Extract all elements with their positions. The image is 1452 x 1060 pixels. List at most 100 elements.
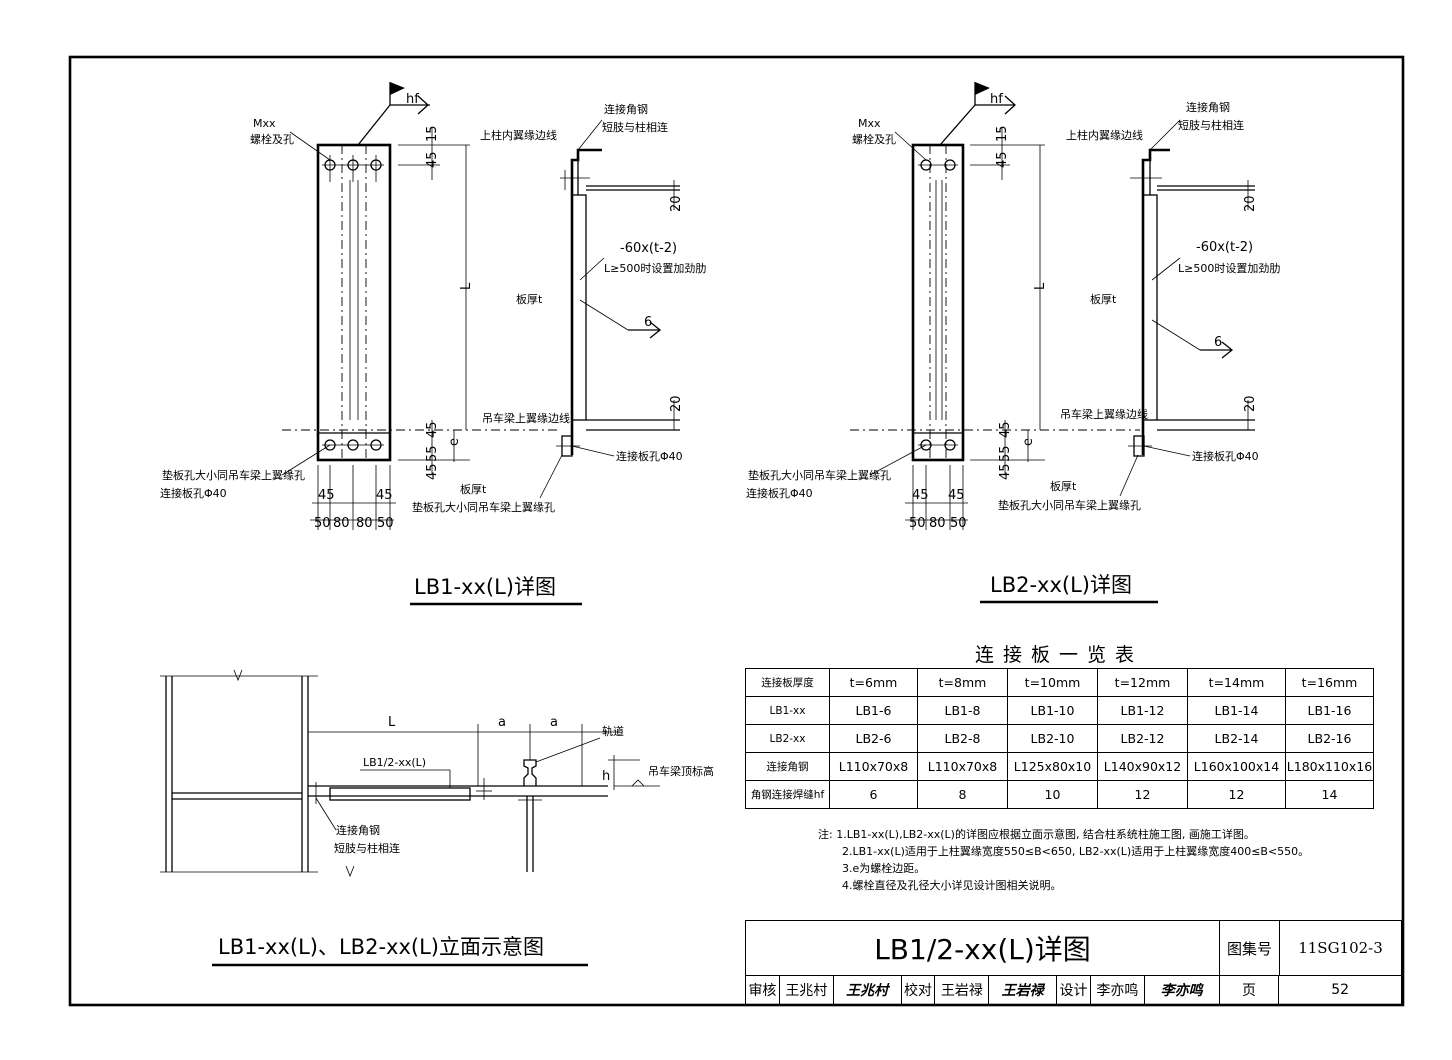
table-cell: L180x110x16	[1285, 752, 1374, 781]
table-cell: LB1-14	[1187, 696, 1286, 725]
table-cell: LB2-8	[917, 724, 1008, 753]
lb1-dim-45: 45	[425, 151, 440, 168]
table-cell: 12	[1187, 780, 1286, 809]
lb1-dim-15: 15	[425, 125, 440, 142]
lb2-stiffener-label: -60x(t-2)	[1196, 240, 1253, 255]
notes: 注: 1.LB1-xx(L),LB2-xx(L)的详图应根据立面示意图, 结合柱…	[818, 826, 1378, 894]
lb1-dim-b1: 80	[333, 516, 350, 531]
table-cell: t=16mm	[1285, 668, 1374, 697]
review-name: 王兆村	[780, 976, 834, 1004]
atlas-label: 图集号	[1220, 920, 1280, 976]
table-title: 连接板一览表	[974, 644, 1143, 666]
lb1-title: LB1-xx(L)详图	[414, 575, 556, 599]
table-row: 角钢连接焊缝hf 6 8 10 12 12 14	[745, 780, 1374, 809]
table-cell: t=12mm	[1097, 668, 1188, 697]
lb2-dim-45-right: 45	[948, 488, 965, 503]
lb1-plate-thk-label: 板厚t	[516, 292, 543, 306]
table-cell: 10	[1007, 780, 1098, 809]
table-cell: 14	[1285, 780, 1374, 809]
lb2-bolt-label: Mxx	[858, 117, 881, 130]
lb1-dim-b3: 50	[377, 516, 394, 531]
table-row: LB1-xx LB1-6 LB1-8 LB1-10 LB1-12 LB1-14 …	[745, 696, 1374, 725]
lb1-hole-right-label: 连接板孔Φ40	[616, 449, 683, 463]
elevation-plate-label: LB1/2-xx(L)	[363, 756, 426, 769]
design-name: 李亦鸣	[1091, 976, 1145, 1004]
design-signature: 李亦鸣	[1145, 976, 1220, 1004]
review-signature: 王兆村	[834, 976, 902, 1004]
table-cell: L160x100x14	[1187, 752, 1286, 781]
lb2-dim-45-left: 45	[912, 488, 929, 503]
lb1-pad-hole2-label: 垫板孔大小同吊车梁上翼缘孔	[412, 500, 555, 514]
elevation-dim-h: h	[602, 769, 610, 784]
lb2-crane-edge-label: 吊车梁上翼缘边线	[1060, 407, 1148, 421]
table-cell: t=10mm	[1007, 668, 1098, 697]
table-cell: LB1-10	[1007, 696, 1098, 725]
lb1-dim-20-bottom: 20	[669, 395, 684, 412]
lb2-plate-t-label: 板厚t	[1050, 479, 1077, 493]
lb1-pad-hole-label: 垫板孔大小同吊车梁上翼缘孔	[162, 468, 305, 482]
lb1-dim-b2: 80	[356, 516, 373, 531]
lb1-dim-20-top: 20	[669, 195, 684, 212]
lb1-dim-e: e	[447, 438, 462, 446]
lb2-dim-b2: 50	[950, 516, 967, 531]
lb2-title: LB2-xx(L)详图	[990, 573, 1132, 597]
lb1-bolt-hole-label: 螺栓及孔	[250, 132, 294, 146]
lb1-weld-label: 6	[644, 315, 652, 330]
lb1-dim-b0: 50	[314, 516, 331, 531]
lb2-dim-45b: 45	[998, 463, 1013, 480]
lb1-plate	[316, 143, 392, 462]
table-cell: LB1-6	[829, 696, 918, 725]
sheet-border	[68, 55, 1405, 1007]
lb1-dim-45-left: 45	[318, 488, 335, 503]
lb2-dim-b1: 80	[929, 516, 946, 531]
check-signature: 王岩禄	[989, 976, 1058, 1004]
table-cell: t=6mm	[829, 668, 918, 697]
lb2-hole-right-label: 连接板孔Φ40	[1192, 449, 1259, 463]
signature-row: 审核 王兆村 王兆村 校对 王岩禄 王岩禄 设计 李亦鸣 李亦鸣 页 52	[745, 976, 1402, 1005]
lb1-dim-45a: 45	[425, 421, 440, 438]
table-cell: L110x70x8	[917, 752, 1008, 781]
lb1-bottom-dims: 45 45 50 80 80 50	[310, 465, 396, 531]
table-cell: LB1-xx	[745, 696, 830, 725]
table-cell: 连接角钢	[745, 752, 830, 781]
table-cell: LB1-12	[1097, 696, 1188, 725]
note-line: 注: 1.LB1-xx(L),LB2-xx(L)的详图应根据立面示意图, 结合柱…	[818, 828, 1255, 841]
lb2-top-bolts	[918, 159, 958, 171]
page-number: 52	[1331, 982, 1350, 998]
elevation-top-level-label: 吊车梁顶标高	[648, 764, 714, 778]
table-cell: LB1-16	[1285, 696, 1374, 725]
elevation-angle-label: 连接角钢	[336, 824, 380, 837]
table-cell: LB2-12	[1097, 724, 1188, 753]
table-cell: 连接板厚度	[745, 668, 830, 697]
lb1-angle-label: 连接角钢	[604, 103, 648, 116]
lb1-plate-t-label: 板厚t	[460, 482, 487, 496]
lb2-angle-leg-label: 短肢与柱相连	[1178, 118, 1244, 132]
lb1-stiffener-note: L≥500时设置加劲肋	[604, 261, 706, 275]
lb2-top-edge-label: 上柱内翼缘边线	[1066, 128, 1143, 142]
lb2-weld-label: 6	[1214, 335, 1222, 350]
lb2-dim-b0: 50	[909, 516, 926, 531]
lb2-bottom-bolts	[918, 439, 958, 451]
elevation-angle-leg-label: 短肢与柱相连	[334, 841, 400, 855]
elevation-dim-L: L	[388, 715, 396, 730]
table-row: 连接板厚度 t=6mm t=8mm t=10mm t=12mm t=14mm t…	[745, 668, 1374, 697]
lb2-dim-e: e	[1021, 438, 1036, 446]
elevation-dim-a2: a	[550, 715, 558, 730]
title-block: LB1/2-xx(L)详图 图集号 11SG102-3 审核 王兆村 王兆村 校…	[745, 920, 1402, 1005]
lb2-plate	[911, 143, 965, 462]
lb1-dim-45b: 45	[425, 463, 440, 480]
elevation-title: LB1-xx(L)、LB2-xx(L)立面示意图	[218, 935, 544, 959]
lb2-dim-20-top: 20	[1243, 195, 1258, 212]
review-label: 审核	[746, 976, 780, 1004]
atlas-number: 11SG102-3	[1280, 920, 1402, 976]
lb2-dim-20-bottom: 20	[1243, 395, 1258, 412]
lb2-bottom-dims: 45 45 50 80 50	[905, 465, 968, 531]
lb2-dim-45a: 45	[998, 421, 1013, 438]
table-cell: LB2-10	[1007, 724, 1098, 753]
check-label: 校对	[902, 976, 936, 1004]
design-label: 设计	[1057, 976, 1091, 1004]
connection-plate-table: 连接板厚度 t=6mm t=8mm t=10mm t=12mm t=14mm t…	[745, 668, 1374, 809]
lb1-bottom-bolts	[322, 439, 384, 451]
lb2-stiffener-note: L≥500时设置加劲肋	[1178, 261, 1280, 275]
table-cell: LB2-14	[1187, 724, 1286, 753]
